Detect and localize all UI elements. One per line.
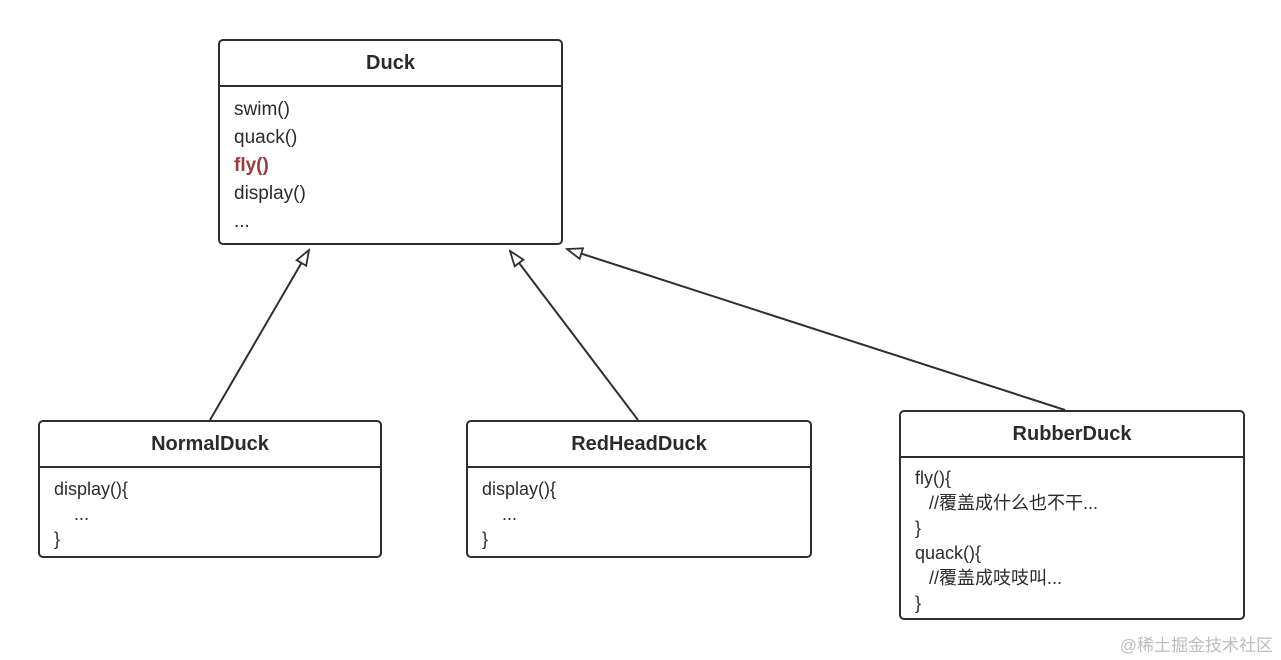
class-member: ... [234, 211, 250, 232]
class-member-comment: //覆盖成吱吱叫... [929, 568, 1063, 588]
class-member: display(){ [54, 479, 129, 499]
class-body-duck: swim() quack() fly() display() ... [220, 87, 561, 242]
class-body-normalduck: display(){ ... } [40, 468, 380, 558]
class-title-rubberduck: RubberDuck [901, 412, 1243, 458]
class-member-highlighted-fly: fly() [234, 155, 269, 176]
class-member: fly(){ [915, 468, 951, 488]
class-member: display(){ [482, 479, 557, 499]
class-member: } [915, 518, 922, 538]
class-title-normalduck: NormalDuck [40, 422, 380, 468]
watermark-text: @稀土掘金技术社区 [1119, 636, 1273, 655]
class-member: } [915, 593, 922, 613]
class-member: } [54, 529, 61, 549]
class-member: ... [502, 504, 518, 524]
class-member: ... [74, 504, 90, 524]
class-box-normalduck: NormalDuck display(){ ... } [38, 420, 382, 558]
class-box-duck: Duck swim() quack() fly() display() ... [218, 39, 563, 245]
class-member-comment: //覆盖成什么也不干... [929, 493, 1099, 513]
class-body-rubberduck: fly(){ //覆盖成什么也不干... } quack(){ //覆盖成吱吱叫… [901, 458, 1243, 622]
class-body-redheadduck: display(){ ... } [468, 468, 810, 558]
class-box-redheadduck: RedHeadDuck display(){ ... } [466, 420, 812, 558]
inheritance-arrow-redheadduck-to-duck [510, 251, 639, 421]
class-member: display() [234, 183, 306, 204]
inheritance-arrow-rubberduck-to-duck [567, 249, 1066, 411]
class-member: swim() [234, 99, 290, 120]
class-title-duck: Duck [220, 41, 561, 87]
class-member: quack(){ [915, 543, 982, 563]
inheritance-arrow-normalduck-to-duck [209, 250, 309, 421]
class-member: quack() [234, 127, 298, 148]
class-member: } [482, 529, 489, 549]
class-box-rubberduck: RubberDuck fly(){ //覆盖成什么也不干... } quack(… [899, 410, 1245, 620]
class-title-redheadduck: RedHeadDuck [468, 422, 810, 468]
